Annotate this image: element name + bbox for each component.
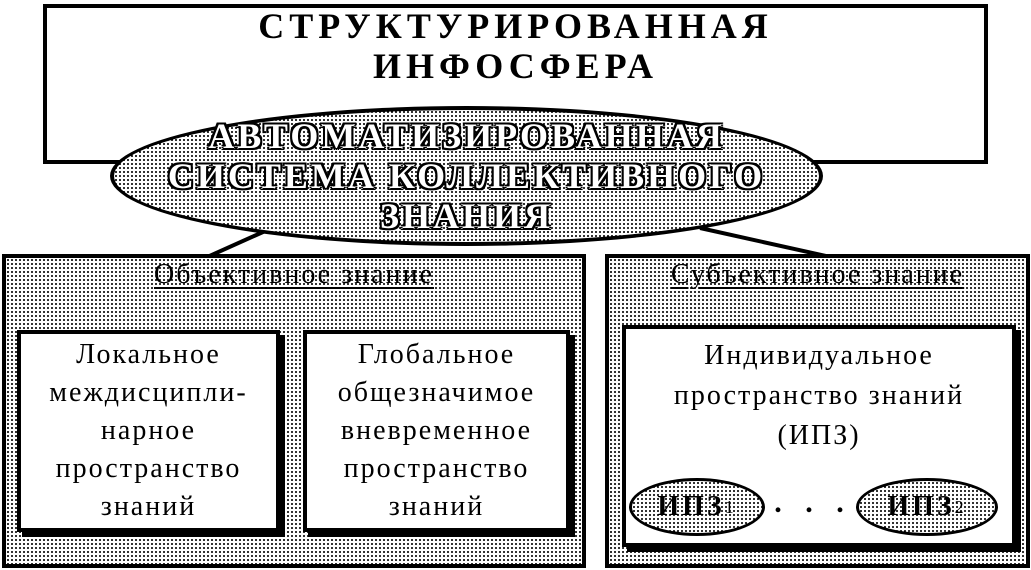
individual-knowledge-space-text: Индивидуальное пространство знаний (ИПЗ) — [622, 336, 1016, 456]
ipz-line1: Индивидуальное — [704, 340, 934, 371]
local-line4: пространство — [55, 453, 242, 484]
global-knowledge-space-box: Глобальное общезначимое вневременное про… — [303, 330, 570, 532]
ipz2-label: ИПЗ — [887, 491, 955, 522]
ellipsis-text: . . . — [774, 486, 852, 519]
connector-core-to-subjective — [699, 226, 836, 260]
core-line3: ЗНАНИЯ — [379, 196, 553, 236]
local-line3: нарное — [100, 415, 197, 446]
local-line5: знаний — [100, 491, 197, 522]
subjective-knowledge-heading: Субъективное знание — [670, 259, 965, 290]
global-line2: общезначимое — [337, 377, 536, 408]
global-line3: вневременное — [340, 415, 533, 446]
collective-knowledge-system-text: АВТОМАТИЗИРОВАННАЯ СИСТЕМА КОЛЛЕКТИВНОГО… — [168, 116, 765, 236]
ipz-line2: пространство знаний — [673, 380, 965, 411]
ipz1-subscript: 1 — [724, 496, 737, 517]
core-line1: АВТОМАТИЗИРОВАННАЯ — [208, 116, 725, 156]
infosphere-title: СТРУКТУРИРОВАННАЯ ИНФОСФЕРА — [43, 6, 988, 86]
ipz1-label: ИПЗ — [657, 491, 725, 522]
infosphere-title-line2: ИНФОСФЕРА — [372, 46, 659, 86]
global-line5: знаний — [388, 491, 485, 522]
local-line2: междисципли- — [49, 377, 248, 408]
ipz2-subscript: 2 — [954, 496, 967, 517]
collective-knowledge-system-ellipse: АВТОМАТИЗИРОВАННАЯ СИСТЕМА КОЛЛЕКТИВНОГО… — [110, 106, 823, 246]
infosphere-title-line1: СТРУКТУРИРОВАННАЯ — [258, 6, 773, 46]
core-line2: СИСТЕМА КОЛЛЕКТИВНОГО — [167, 156, 766, 196]
objective-knowledge-heading: Объективное знание — [154, 259, 434, 290]
local-knowledge-space-box: Локальное междисципли- нарное пространст… — [17, 330, 280, 532]
ipz-line3: (ИПЗ) — [777, 420, 861, 451]
global-line1: Глобальное — [357, 339, 516, 370]
local-line1: Локальное — [76, 339, 221, 370]
global-line4: пространство — [343, 453, 530, 484]
